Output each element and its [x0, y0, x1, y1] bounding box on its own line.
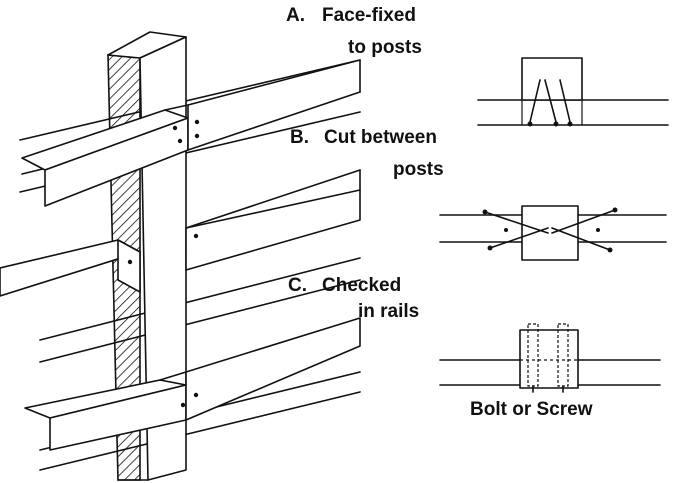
fence-perspective-illustration	[0, 31, 361, 481]
detail-a-face-fixed	[477, 57, 669, 127]
label-a-line2: to posts	[348, 37, 422, 58]
rail-middle	[0, 169, 361, 297]
label-a-line1: Face-fixed	[322, 5, 416, 26]
detail-b-cut-between	[439, 205, 667, 261]
label-c-line2: in rails	[358, 301, 420, 322]
label-c-letter: C.	[288, 275, 307, 296]
label-b-letter: B.	[290, 127, 309, 148]
label-c-line1: Checked	[322, 275, 402, 296]
detail-c-checked-in	[439, 323, 661, 393]
label-b-line1: Cut between	[324, 127, 437, 148]
rail-lower	[24, 317, 361, 451]
label-a-letter: A.	[286, 5, 305, 26]
label-bolt-or-screw: Bolt or Screw	[470, 399, 593, 420]
rail-upper	[21, 59, 361, 207]
label-b-line2: posts	[393, 159, 444, 180]
